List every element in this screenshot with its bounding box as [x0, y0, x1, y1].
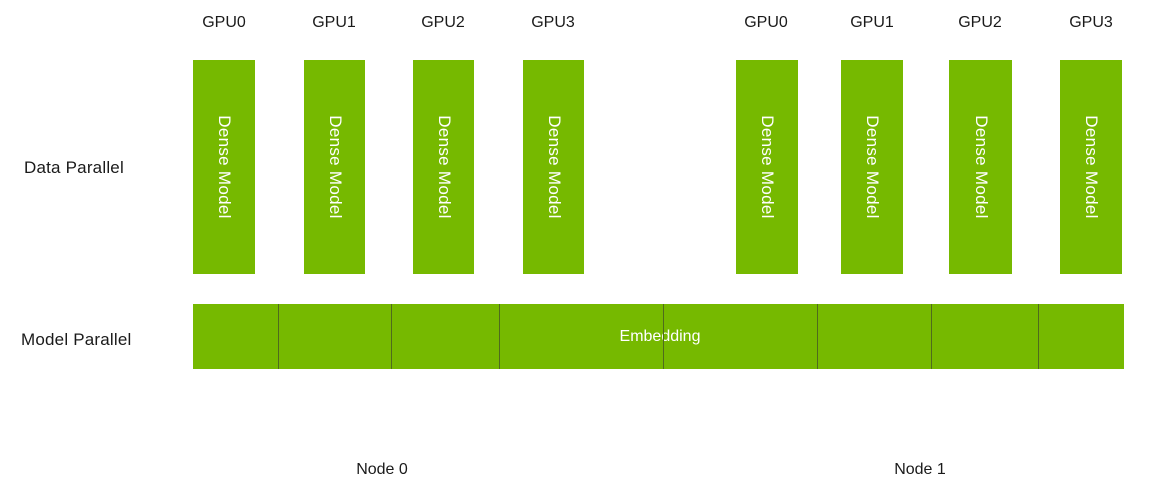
dense-model-block-label-2: Dense Model — [434, 115, 454, 219]
dense-model-block-label-4: Dense Model — [758, 115, 777, 219]
node-label-0: Node 0 — [356, 461, 408, 478]
dense-model-block-4: Dense Model — [736, 60, 798, 274]
dense-model-block-label-7: Dense Model — [1082, 115, 1101, 219]
gpu-header-2: GPU2 — [421, 14, 465, 31]
dense-model-block-label-0: Dense Model — [215, 115, 234, 219]
model-parallel-divider-4 — [817, 304, 818, 369]
model-parallel-bar: Embedding — [193, 304, 1124, 369]
dense-model-block-0: Dense Model — [193, 60, 255, 274]
gpu-header-7: GPU3 — [1069, 14, 1113, 31]
gpu-header-0: GPU0 — [202, 14, 246, 31]
gpu-header-5: GPU1 — [850, 14, 894, 31]
gpu-header-3: GPU3 — [531, 14, 575, 31]
model-parallel-divider-3 — [663, 304, 664, 369]
dense-model-block-label-3: Dense Model — [544, 115, 564, 219]
dense-model-block-2: Dense Model — [413, 60, 474, 274]
dense-model-block-1: Dense Model — [304, 60, 365, 274]
gpu-header-6: GPU2 — [958, 14, 1002, 31]
dense-model-block-3: Dense Model — [523, 60, 584, 274]
gpu-header-4: GPU0 — [744, 14, 788, 31]
model-parallel-divider-6 — [1038, 304, 1039, 369]
gpu-header-1: GPU1 — [312, 14, 356, 31]
row-label-data-parallel: Data Parallel — [24, 158, 124, 177]
dense-model-block-5: Dense Model — [841, 60, 903, 274]
row-label-model-parallel: Model Parallel — [21, 330, 132, 349]
dense-model-block-7: Dense Model — [1060, 60, 1122, 274]
dense-model-block-label-5: Dense Model — [863, 115, 882, 219]
model-parallel-divider-5 — [931, 304, 932, 369]
model-parallel-divider-0 — [278, 304, 279, 369]
node-label-1: Node 1 — [894, 461, 946, 478]
dense-model-block-6: Dense Model — [949, 60, 1012, 274]
embedding-label: Embedding — [619, 327, 701, 345]
model-parallel-divider-2 — [499, 304, 500, 369]
dense-model-block-label-6: Dense Model — [971, 115, 991, 219]
dense-model-block-label-1: Dense Model — [325, 115, 345, 219]
model-parallel-divider-1 — [391, 304, 392, 369]
